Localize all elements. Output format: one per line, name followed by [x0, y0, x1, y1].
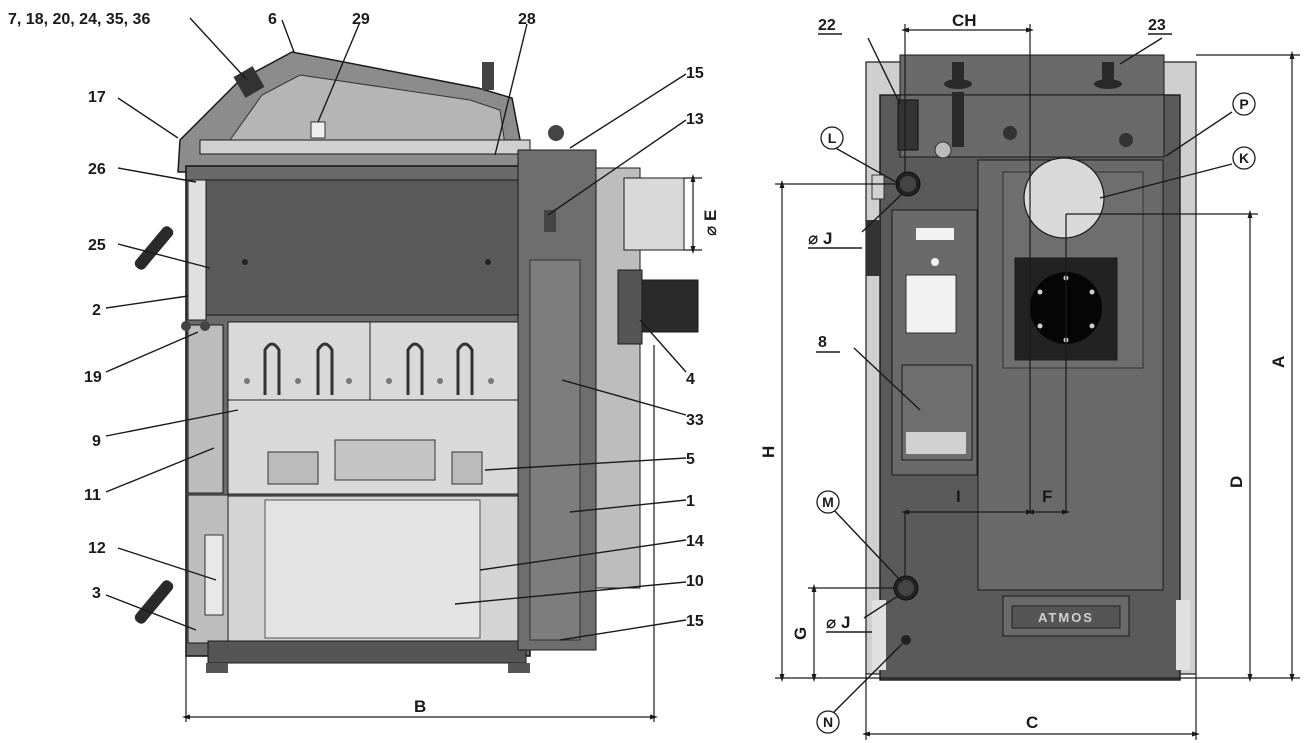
- leader-lines-back: [831, 37, 1233, 715]
- callout-7-18-20-24-35-36: 7, 18, 20, 24, 35, 36: [8, 11, 150, 28]
- dim-label-g: G: [791, 627, 810, 640]
- dim-label-a: A: [1269, 356, 1288, 368]
- fan-motor: [639, 279, 699, 333]
- callout-6: 6: [268, 11, 277, 28]
- callout-26: 26: [88, 161, 106, 178]
- nozzle-block: [334, 439, 436, 481]
- heating-coils: [263, 342, 474, 395]
- callout-22: 22: [818, 17, 836, 34]
- valve-29: [310, 121, 326, 139]
- dim-label-j-bottom: ⌀ J: [826, 613, 850, 632]
- fuel-chamber: [199, 179, 519, 316]
- dim-label-h: H: [759, 446, 778, 458]
- svg-text:L: L: [828, 130, 837, 146]
- door-middle: [187, 324, 224, 494]
- port-n: [901, 635, 911, 645]
- valve-22: [897, 99, 919, 151]
- flue-outlet-k: [1023, 157, 1105, 239]
- badge-p: P: [1232, 92, 1256, 116]
- base-frame: [207, 640, 527, 664]
- svg-text:M: M: [822, 494, 834, 510]
- side-section-view: 7, 18, 20, 24, 35, 36 6 29 28 15 13 17 2…: [8, 11, 720, 722]
- handle-25: [134, 226, 174, 270]
- callout-15-bottom: 15: [686, 613, 704, 630]
- dim-label-c: C: [1026, 713, 1038, 732]
- dim-label-e: ⌀ E: [701, 210, 720, 236]
- callout-4: 4: [686, 371, 695, 388]
- callout-17: 17: [88, 89, 106, 106]
- badge-k: K: [1232, 146, 1256, 170]
- back-view: ATMOS: [759, 11, 1300, 740]
- callout-33: 33: [686, 412, 704, 429]
- leader-lines-side: [105, 17, 687, 641]
- dim-label-d: D: [1227, 476, 1246, 488]
- door-upper: [187, 179, 207, 321]
- brand-logo: ATMOS: [1038, 610, 1094, 625]
- badge-l: L: [820, 126, 844, 150]
- svg-text:P: P: [1239, 96, 1248, 112]
- dim-label-ch: CH: [952, 11, 977, 30]
- callout-28: 28: [518, 11, 536, 28]
- chimney-stub: [482, 62, 494, 90]
- dim-label-f: F: [1042, 487, 1052, 506]
- flue-pipe-e: [623, 177, 685, 251]
- badge-m: M: [816, 490, 840, 514]
- svg-text:K: K: [1239, 150, 1249, 166]
- callout-11: 11: [84, 487, 101, 504]
- dim-label-i: I: [956, 487, 961, 506]
- callout-10: 10: [686, 573, 704, 590]
- callout-19: 19: [84, 369, 102, 386]
- callout-3: 3: [92, 585, 101, 602]
- callout-1: 1: [686, 493, 695, 510]
- callout-9: 9: [92, 433, 101, 450]
- callout-12: 12: [88, 540, 106, 557]
- dimension-lines-back: [775, 24, 1300, 740]
- dim-label-b: B: [414, 697, 426, 716]
- callout-29: 29: [352, 11, 370, 28]
- callout-14: 14: [686, 533, 704, 550]
- top-rail: [199, 139, 531, 155]
- dim-label-j-top: ⌀ J: [808, 229, 832, 248]
- badge-n: N: [816, 710, 840, 734]
- callout-25: 25: [88, 237, 106, 254]
- callout-13: 13: [686, 111, 704, 128]
- handle-3: [134, 580, 174, 624]
- callout-2: 2: [92, 302, 101, 319]
- callout-8: 8: [818, 334, 827, 351]
- svg-text:N: N: [823, 714, 833, 730]
- callout-15-top: 15: [686, 65, 704, 82]
- callout-5: 5: [686, 451, 695, 468]
- callout-23: 23: [1148, 17, 1166, 34]
